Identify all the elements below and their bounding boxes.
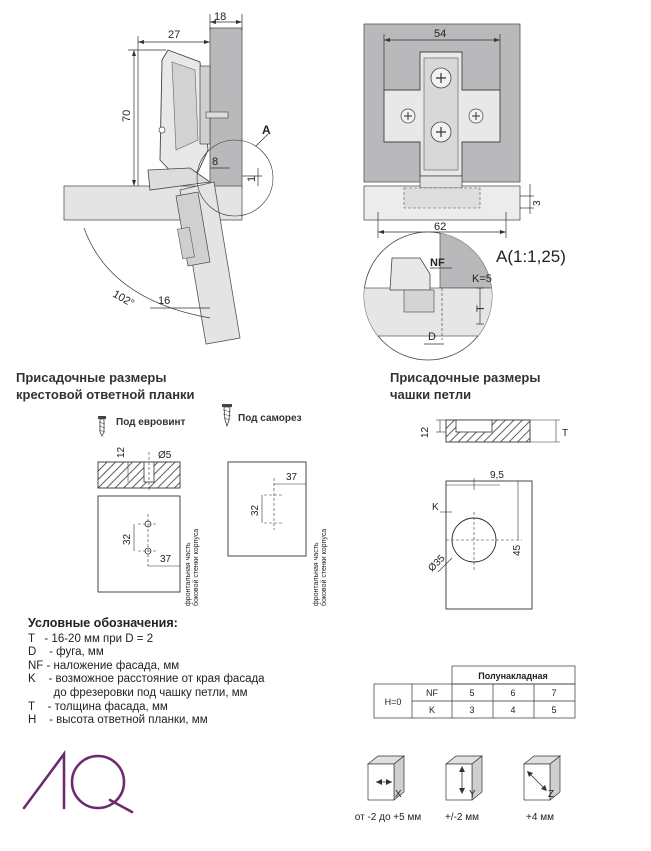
table-cell: 6 — [510, 688, 515, 698]
side-wall-front-label-1a: фронтальная часть — [185, 542, 192, 606]
legend-line: T - 16-20 мм при D = 2 — [28, 632, 154, 645]
aq-logo — [22, 750, 134, 814]
dim-32a: 32 — [122, 533, 133, 545]
table-header: Полунакладная — [478, 671, 548, 681]
adjust-z-icon — [523, 755, 561, 801]
dim-1: 1 — [246, 176, 258, 182]
detail-a-title: A(1:1,25) — [496, 247, 566, 266]
z-caption: +4 мм — [526, 812, 554, 823]
dim-32b: 32 — [250, 504, 261, 516]
label-k5: K=5 — [472, 273, 492, 285]
adjust-x-icon — [367, 755, 405, 801]
dim-3: 3 — [532, 200, 543, 206]
dim-37a: 37 — [160, 554, 172, 565]
cup-drilling — [436, 419, 560, 610]
legend-title: Условные обозначения: — [28, 616, 178, 630]
label-d: D — [428, 331, 436, 343]
dim-8: 8 — [212, 156, 218, 168]
side-wall-front-label-2a: фронтальная часть — [313, 542, 320, 606]
label-nf: NF — [430, 257, 445, 269]
side-wall-front-label-1b: боковой стенки корпуса — [192, 529, 200, 606]
table-cell: 7 — [551, 688, 556, 698]
overlay-table — [373, 665, 576, 719]
euroscrew-label: Под евровинт — [116, 417, 186, 428]
opening-angle: 102° — [111, 288, 137, 310]
self-tapping-screw-label: Под саморез — [238, 413, 302, 424]
table-cell: 3 — [469, 705, 474, 715]
dim-70: 70 — [121, 110, 133, 122]
dim-18: 18 — [214, 11, 226, 23]
dim-9-5: 9,5 — [490, 470, 504, 481]
table-row-label: H=0 — [385, 697, 402, 707]
dim-45: 45 — [512, 544, 523, 556]
dim-16: 16 — [158, 295, 170, 307]
euroscrew-icon — [98, 416, 106, 437]
table-cell: 5 — [551, 705, 556, 715]
mounting-plate-drilling — [97, 404, 307, 593]
side-wall-plan-1 — [97, 495, 181, 593]
legend-line: T - толщина фасада, мм — [28, 700, 168, 713]
table-k-label: K — [429, 705, 435, 715]
table-nf-label: NF — [426, 688, 438, 698]
legend-line: до фрезеровки под чашку петли, мм — [28, 686, 248, 699]
right-section-title: Присадочные размеры чашки петли — [390, 370, 541, 402]
front-view-drawing — [363, 23, 534, 361]
legend-line: K - возможное расстояние от края фасада — [28, 673, 265, 686]
detail-marker: A — [262, 123, 271, 137]
dim-27: 27 — [168, 29, 180, 41]
dim-12-cup: 12 — [420, 426, 431, 438]
adjust-y-icon — [445, 755, 483, 801]
axis-x: X — [395, 789, 402, 800]
dim-d5: Ø5 — [158, 450, 172, 461]
legend: Условные обозначения: T - 16-20 мм при D… — [28, 616, 265, 728]
label-t: T — [475, 305, 487, 312]
dim-12-left: 12 — [116, 446, 127, 458]
x-caption: от -2 до +5 мм — [355, 812, 422, 823]
plate-section-hatched — [97, 461, 181, 489]
y-caption: +/-2 мм — [445, 812, 479, 823]
dim-54: 54 — [434, 28, 446, 40]
left-section-title: Присадочные размеры крестовой ответной п… — [16, 370, 195, 402]
side-wall-plan-2 — [227, 461, 307, 557]
axis-z: Z — [548, 789, 554, 800]
table-cell: 5 — [469, 688, 474, 698]
cabinet-wall — [209, 27, 243, 189]
side-wall-front-label-2b: боковой стенки корпуса — [320, 529, 328, 606]
table-cell: 4 — [510, 705, 515, 715]
legend-line: H - высота ответной планки, мм — [28, 714, 208, 727]
dim-62: 62 — [434, 221, 446, 233]
axis-y: Y — [469, 789, 476, 800]
legend-line: NF - наложение фасада, мм — [28, 659, 180, 672]
side-view-drawing — [63, 14, 274, 345]
legend-line: D - фуга, мм — [28, 646, 104, 659]
dim-k-cup: K — [432, 502, 439, 513]
dim-37b: 37 — [286, 472, 298, 483]
dim-d35: Ø35 — [426, 553, 447, 574]
dim-t-cup: T — [562, 428, 568, 439]
self-tapping-screw-icon — [222, 404, 232, 428]
